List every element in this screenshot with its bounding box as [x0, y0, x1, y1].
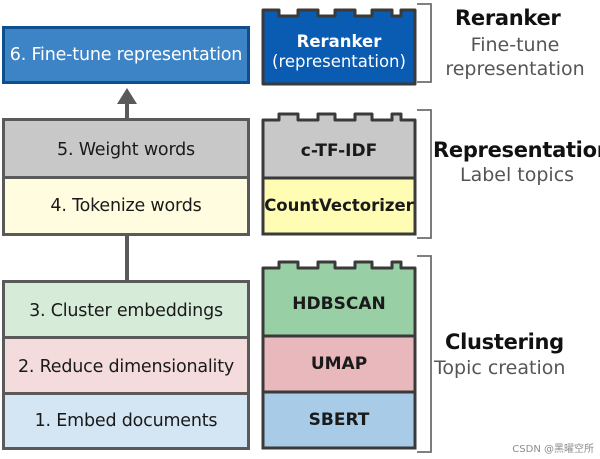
- arrow-head-up-icon: [117, 88, 137, 104]
- reranker-component-sub: (representation): [272, 52, 406, 71]
- watermark: CSDN @黑曜空所: [512, 444, 594, 455]
- hdbscan-label: HDBSCAN: [292, 293, 386, 314]
- step-cluster-embeddings: 3. Cluster embeddings: [2, 280, 250, 338]
- countvectorizer-component: CountVectorizer: [263, 178, 415, 234]
- representation-bracket: [417, 109, 432, 239]
- reranker-component: Reranker (representation): [263, 22, 415, 82]
- reranker-group-subtitle: Fine-tune representation: [445, 34, 585, 80]
- reranker-component-title: Reranker: [296, 32, 382, 52]
- sbert-brick: [261, 390, 417, 450]
- step-reduce-dimensionality-label: 2. Reduce dimensionality: [17, 356, 235, 377]
- representation-group-title: Representation: [433, 138, 600, 162]
- step-embed-documents: 1. Embed documents: [2, 392, 250, 450]
- step-reduce-dimensionality: 2. Reduce dimensionality: [2, 336, 250, 394]
- clustering-bracket: [417, 255, 432, 453]
- step-fine-tune-label: 6. Fine-tune representation: [9, 45, 243, 65]
- ctfidf-component: c-TF-IDF: [263, 124, 415, 178]
- step-embed-documents-label: 1. Embed documents: [34, 411, 218, 431]
- step-fine-tune-representation: 6. Fine-tune representation: [2, 26, 250, 84]
- step-weight-words-label: 5. Weight words: [57, 139, 195, 160]
- reranker-brick: [261, 8, 417, 86]
- clustering-group-title: Clustering: [445, 330, 564, 354]
- clustering-group-subtitle: Topic creation: [434, 357, 566, 379]
- ctfidf-label: c-TF-IDF: [300, 140, 378, 161]
- countvectorizer-brick: [261, 176, 417, 236]
- reranker-group-title: Reranker: [455, 6, 561, 30]
- step-tokenize-words-label: 4. Tokenize words: [50, 196, 202, 216]
- countvectorizer-label: CountVectorizer: [264, 196, 414, 216]
- representation-group-subtitle: Label topics: [460, 164, 575, 186]
- umap-component: UMAP: [263, 336, 415, 392]
- sbert-label: SBERT: [308, 409, 370, 430]
- ctfidf-brick: [261, 112, 417, 180]
- sbert-component: SBERT: [263, 392, 415, 448]
- hdbscan-component: HDBSCAN: [263, 272, 415, 336]
- step-weight-words: 5. Weight words: [2, 118, 250, 178]
- reranker-bracket: [417, 3, 432, 83]
- step-tokenize-words: 4. Tokenize words: [2, 176, 250, 236]
- umap-label: UMAP: [310, 353, 368, 374]
- hdbscan-brick: [261, 260, 417, 338]
- umap-brick: [261, 334, 417, 394]
- step-cluster-embeddings-label: 3. Cluster embeddings: [29, 300, 223, 321]
